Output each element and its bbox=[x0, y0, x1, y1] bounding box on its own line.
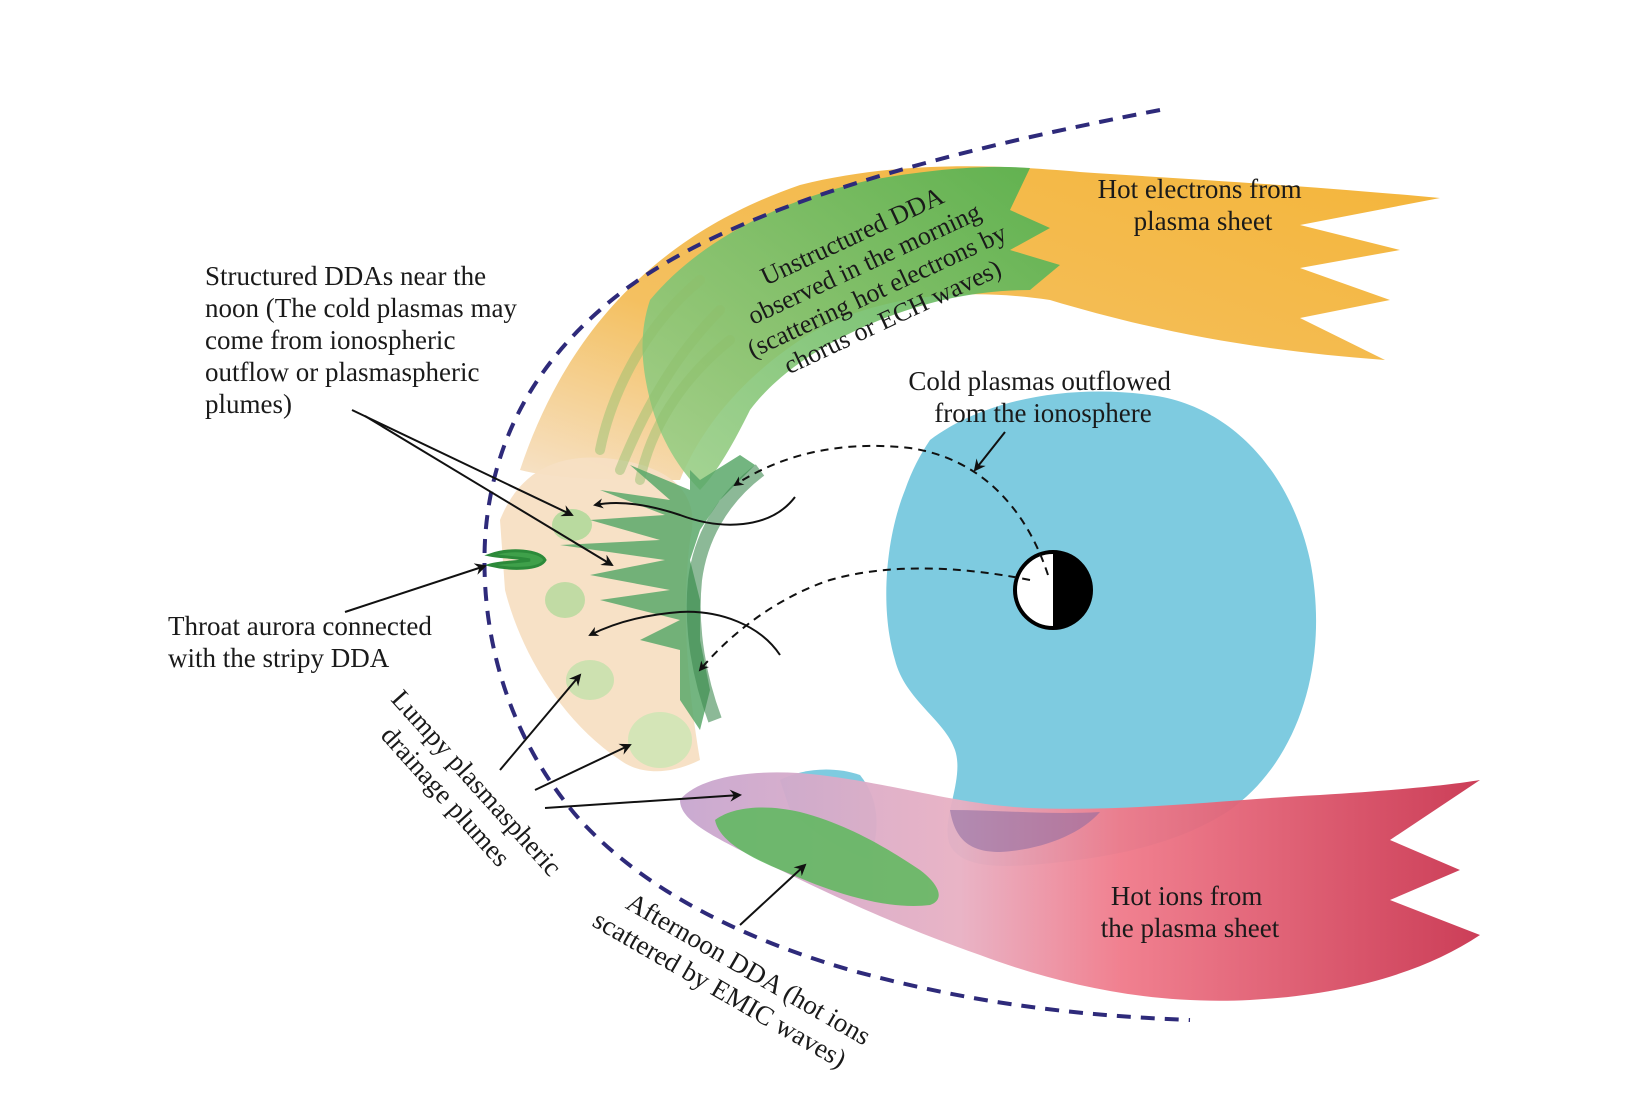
label-structured-ddas: Structured DDAs near the noon (The cold … bbox=[205, 261, 524, 419]
label-cold-plasmas-line2: from the ionosphere bbox=[934, 398, 1151, 428]
label-throat-aurora: Throat aurora connected with the stripy … bbox=[168, 611, 439, 673]
label-throat-aurora-line1: Throat aurora connected bbox=[168, 611, 432, 641]
structured-dda-spikes bbox=[560, 455, 755, 730]
afternoon-dda-band bbox=[715, 807, 939, 906]
lumpy-plume-4 bbox=[628, 712, 692, 768]
cold-plasma-region bbox=[886, 391, 1317, 866]
label-cold-plasmas-line1: Cold plasmas outflowed bbox=[908, 366, 1171, 396]
throat-aurora bbox=[484, 549, 547, 570]
label-hot-electrons-line2: plasma sheet bbox=[1134, 206, 1273, 236]
cold-plasma-flow-line-upper bbox=[733, 444, 1049, 576]
label-structured-ddas-line5: plumes) bbox=[205, 389, 292, 419]
label-hot-electrons: Hot electrons from plasma sheet bbox=[1098, 174, 1309, 236]
label-throat-aurora-line2: with the stripy DDA bbox=[168, 643, 390, 673]
cold-hot-ion-overlap bbox=[950, 810, 1100, 852]
arrow-throat-aurora bbox=[344, 563, 487, 613]
lumpy-plume-1 bbox=[552, 509, 592, 541]
label-structured-ddas-line2: noon (The cold plasmas may bbox=[205, 293, 517, 323]
label-cold-plasmas: Cold plasmas outflowed from the ionosphe… bbox=[908, 366, 1177, 428]
label-hot-ions-line2: the plasma sheet bbox=[1101, 913, 1280, 943]
arrow-structured-dda-2 bbox=[364, 415, 614, 567]
unstructured-dda-band bbox=[642, 166, 1060, 490]
label-structured-ddas-line1: Structured DDAs near the bbox=[205, 261, 486, 291]
arrow-structured-dda-1 bbox=[351, 409, 574, 517]
label-lumpy-plumes: Lumpy plasmaspheric drainage plumes bbox=[362, 684, 573, 908]
arrow-lumpy-3 bbox=[544, 789, 742, 809]
cold-plasma-flow-line-lower bbox=[698, 567, 1031, 672]
arrow-cold-plasmas bbox=[973, 431, 1006, 472]
label-structured-ddas-line3: come from ionospheric bbox=[205, 325, 455, 355]
arrow-afternoon-dda bbox=[739, 863, 807, 926]
label-hot-ions-line1: Hot ions from bbox=[1111, 881, 1263, 911]
structured-dda-arc bbox=[686, 464, 765, 723]
arrow-lumpy-1 bbox=[499, 673, 582, 771]
earth-icon bbox=[1013, 550, 1093, 630]
field-line-upper bbox=[593, 496, 796, 526]
label-afternoon-dda: Afternoon DDA (hot ions scattered by EMI… bbox=[588, 877, 882, 1082]
label-structured-ddas-line4: outflow or plasmaspheric bbox=[205, 357, 479, 387]
magnetopause-boundary bbox=[482, 108, 1191, 1022]
lumpy-plume-2 bbox=[545, 582, 585, 618]
lumpy-plume-3 bbox=[566, 660, 614, 700]
label-hot-ions: Hot ions from the plasma sheet bbox=[1101, 881, 1280, 943]
hot-ions-band bbox=[680, 772, 1480, 1001]
arrow-lumpy-2 bbox=[534, 743, 632, 791]
field-line-lower bbox=[588, 610, 781, 656]
dda-streaks bbox=[595, 275, 735, 485]
label-hot-electrons-line1: Hot electrons from bbox=[1098, 174, 1302, 204]
